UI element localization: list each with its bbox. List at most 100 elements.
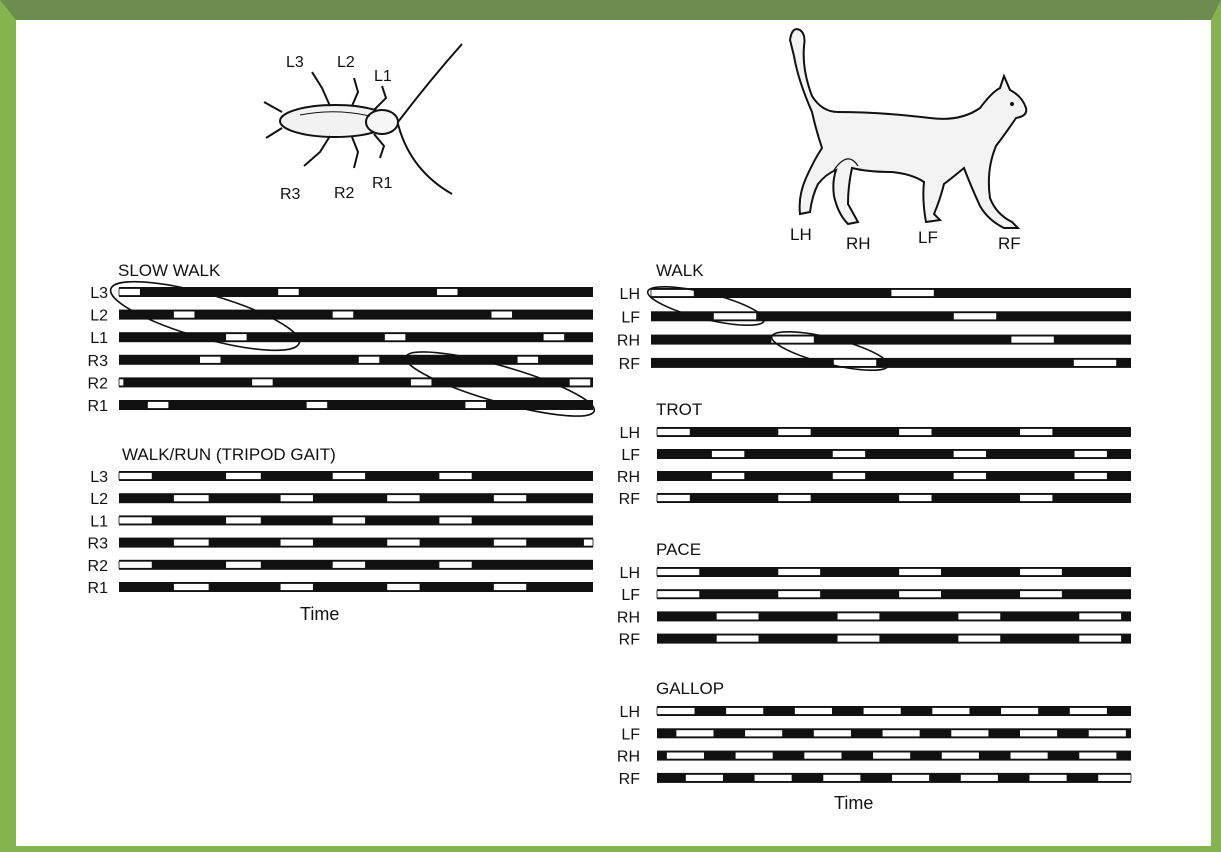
cockroach-label-l2: L2 <box>337 54 355 71</box>
swing-phase <box>1020 429 1053 436</box>
swing-phase <box>932 708 970 715</box>
swing-phase <box>873 752 911 759</box>
swing-phase <box>1073 359 1116 366</box>
leg-label: L3 <box>90 469 108 486</box>
swing-phase <box>713 313 756 320</box>
swing-phase <box>1001 708 1039 715</box>
swing-phase <box>804 752 842 759</box>
swing-phase <box>119 289 140 296</box>
swing-phase <box>832 451 865 458</box>
swing-phase <box>387 584 420 591</box>
leg-label: R1 <box>88 398 109 415</box>
swing-phase <box>280 584 313 591</box>
swing-phase <box>813 730 851 737</box>
swing-phase <box>465 402 486 409</box>
swing-phase <box>252 379 273 386</box>
leg-row-r1: R1 <box>88 580 593 597</box>
cockroach-label-r1: R1 <box>372 175 393 192</box>
cockroach-label-l1: L1 <box>374 68 392 85</box>
swing-phase <box>657 708 695 715</box>
cockroach-label-r3: R3 <box>280 186 301 203</box>
leg-row-rf: RF <box>619 771 1131 788</box>
leg-row-rf: RF <box>619 632 1131 649</box>
swing-phase <box>1011 336 1054 343</box>
leg-label: LF <box>621 447 640 464</box>
swing-phase <box>657 591 700 598</box>
leg-label: L2 <box>90 491 108 508</box>
swing-phase <box>863 708 901 715</box>
leg-label: LH <box>620 565 640 582</box>
leg-label: RH <box>617 609 640 626</box>
swing-phase <box>891 290 934 297</box>
swing-phase <box>676 730 714 737</box>
stance-bar <box>651 358 1131 368</box>
swing-phase <box>119 473 152 480</box>
leg-label: L3 <box>90 285 108 302</box>
swing-phase <box>226 561 262 568</box>
cockroach-label-l3: L3 <box>286 54 304 71</box>
insect-time-label: Time <box>300 604 339 624</box>
leg-row-l2: L2 <box>90 491 593 508</box>
swing-phase <box>778 429 811 436</box>
swing-phase <box>119 561 152 568</box>
swing-phase <box>439 473 472 480</box>
cat-time-label: Time <box>834 793 873 813</box>
stance-bar <box>119 287 593 297</box>
swing-phase <box>1020 591 1063 598</box>
gait-title: SLOW WALK <box>118 261 221 280</box>
swing-phase <box>754 774 792 781</box>
swing-phase <box>1074 473 1107 480</box>
leg-label: RH <box>617 749 640 766</box>
swing-phase <box>823 774 861 781</box>
swing-phase <box>958 613 1001 620</box>
swing-phase <box>226 517 262 524</box>
leg-label: R3 <box>88 353 109 370</box>
swing-phase <box>437 289 458 296</box>
swing-phase <box>666 752 704 759</box>
leg-row-l3: L3 <box>90 285 593 302</box>
leg-row-rh: RH <box>617 749 1131 766</box>
leg-label: RH <box>617 469 640 486</box>
swing-phase <box>837 613 880 620</box>
swing-phase <box>439 561 472 568</box>
swing-phase <box>493 584 526 591</box>
swing-phase <box>439 517 472 524</box>
swing-phase <box>332 561 365 568</box>
swing-phase <box>1069 708 1107 715</box>
swing-phase <box>899 591 942 598</box>
leg-label: RF <box>619 356 641 373</box>
leg-row-rh: RH <box>617 333 1131 350</box>
gait-title: WALK <box>656 261 704 280</box>
swing-phase <box>735 752 773 759</box>
cat-leg-labels: LH RH LF RF <box>790 225 1021 253</box>
swing-phase <box>174 539 210 546</box>
swing-phase <box>119 379 124 386</box>
cat-illustration <box>790 29 1026 228</box>
swing-phase <box>960 774 998 781</box>
swing-phase <box>1020 569 1063 576</box>
leg-row-r2: R2 <box>88 558 593 575</box>
swing-phase <box>1020 495 1053 502</box>
gait-title: TROT <box>656 400 702 419</box>
leg-label: RF <box>619 491 641 508</box>
leg-row-lf: LF <box>621 726 1131 743</box>
swing-phase <box>745 730 783 737</box>
swing-phase <box>892 774 930 781</box>
swing-phase <box>411 379 432 386</box>
swing-phase <box>493 495 526 502</box>
swing-phase <box>200 356 221 363</box>
swing-phase <box>657 495 690 502</box>
swing-phase <box>794 708 832 715</box>
leg-row-lh: LH <box>620 425 1131 442</box>
swing-phase <box>953 313 996 320</box>
swing-phase <box>716 635 759 642</box>
leg-row-rh: RH <box>617 469 1131 486</box>
leg-label: RF <box>619 771 641 788</box>
swing-phase <box>332 311 353 318</box>
swing-phase <box>278 289 299 296</box>
gait-title: WALK/RUN (TRIPOD GAIT) <box>122 445 336 464</box>
cat-label-rh: RH <box>846 234 871 253</box>
swing-phase <box>882 730 920 737</box>
swing-phase <box>174 584 210 591</box>
